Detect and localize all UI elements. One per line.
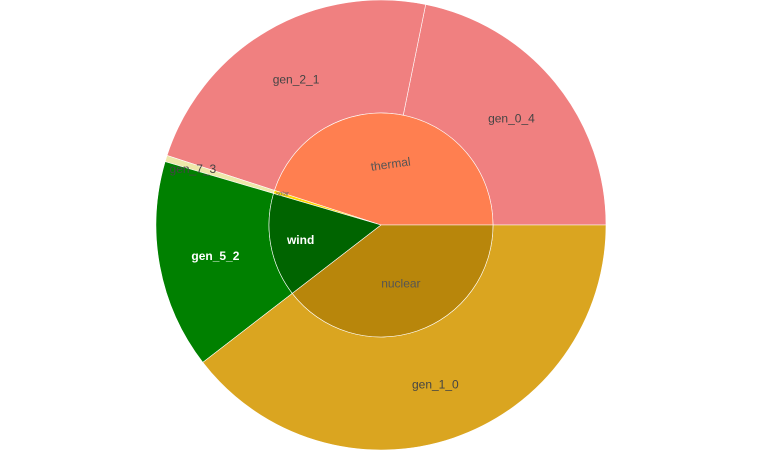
inner-label-solar: solar [276, 192, 289, 198]
inner-label-nuclear: nuclear [381, 276, 420, 290]
outer-label-gen-1-0: gen_1_0 [412, 377, 459, 391]
label-layer: thermal solar wind nuclear gen_0_4 gen_2_1gen… [170, 72, 536, 391]
outer-ring [155, 0, 607, 450]
inner-label-wind: wind [286, 233, 314, 247]
outer-label-gen-5-2: gen_5_2 [191, 249, 239, 263]
inner-segment-nuclear[interactable] [291, 224, 494, 338]
inner-segment-thermal[interactable] [274, 112, 494, 226]
inner-ring [268, 112, 494, 338]
outer-label-gen-0-4: gen_0_4 [488, 111, 535, 125]
inner-segment-wind[interactable] [268, 193, 382, 294]
outer-label-gen-7-3: gen_7_3 [170, 162, 217, 176]
inner-label-thermal: thermal [370, 154, 412, 173]
outer-label-gen-2-1: gen_2_1 [273, 72, 320, 86]
